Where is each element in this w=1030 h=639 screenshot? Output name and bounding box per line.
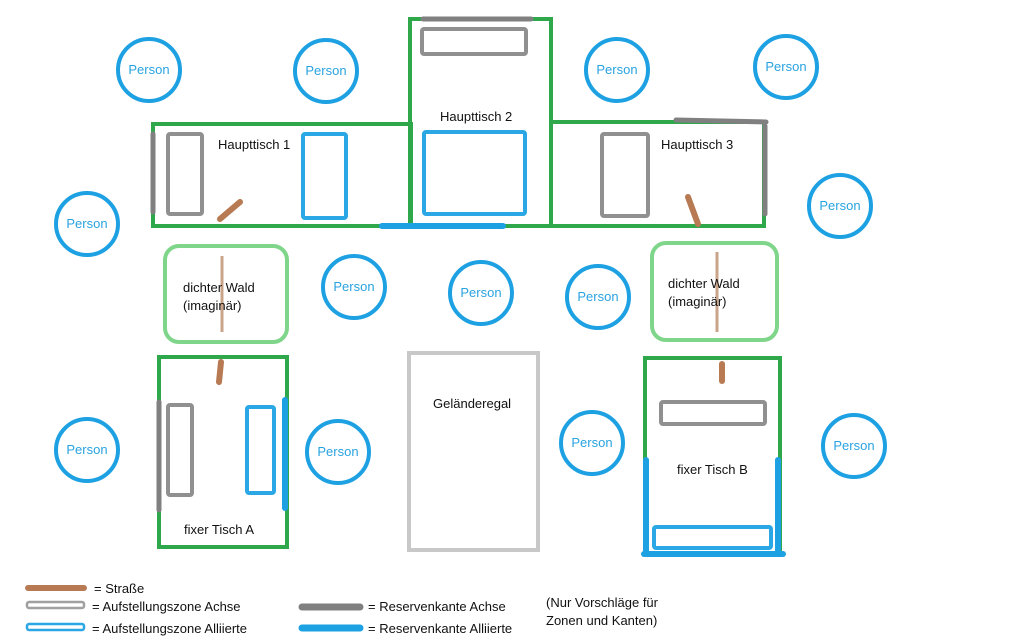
legend-zone-alliierte-swatch [25, 622, 86, 632]
haupttisch-1-label: Haupttisch 1 [218, 137, 290, 152]
person-5: Person [54, 191, 120, 257]
strasse-3 [685, 194, 701, 227]
strasse-a [216, 359, 224, 385]
person-label: Person [317, 444, 358, 459]
legend-kante-achse-label: = Reservenkante Achse [368, 599, 506, 614]
haupttisch-3-label: Haupttisch 3 [661, 137, 733, 152]
legend-zone-achse-swatch [25, 600, 86, 610]
legend-zone-achse-label: = Aufstellungszone Achse [92, 599, 241, 614]
aufstellungszone-achse-b [659, 400, 767, 426]
reservenkante-achse-3-top [673, 117, 769, 125]
person-label: Person [833, 438, 874, 453]
person-6: Person [807, 173, 873, 239]
legend-kante-alliierte-label: = Reservenkante Alliierte [368, 621, 512, 636]
gelaenderegal-shelf [407, 351, 540, 552]
person-11: Person [305, 419, 371, 485]
person-4: Person [753, 34, 819, 100]
person-13: Person [821, 413, 887, 479]
person-9: Person [565, 264, 631, 330]
person-label: Person [305, 63, 346, 78]
person-label: Person [819, 198, 860, 213]
dichter-wald-right-line1: dichter Wald [668, 276, 740, 291]
fixer-tisch-a-label: fixer Tisch A [184, 522, 254, 537]
person-label: Person [66, 442, 107, 457]
person-12: Person [559, 410, 625, 476]
fixer-tisch-b-label: fixer Tisch B [677, 462, 748, 477]
person-label: Person [460, 285, 501, 300]
person-label: Person [333, 279, 374, 294]
fixer-tisch-b-table [643, 356, 782, 556]
dichter-wald-left-line2: (imaginär) [183, 298, 242, 313]
person-label: Person [128, 62, 169, 77]
person-label: Person [571, 435, 612, 450]
legend-note-line1: (Nur Vorschläge für [546, 595, 659, 610]
person-label: Person [66, 216, 107, 231]
aufstellungszone-alliierte-1 [301, 132, 348, 220]
person-2: Person [293, 38, 359, 104]
haupttisch-2-label: Haupttisch 2 [440, 109, 512, 124]
dichter-wald-right-line2: (imaginär) [668, 294, 727, 309]
dichter-wald-left-line1: dichter Wald [183, 280, 255, 295]
aufstellungszone-alliierte-b [652, 525, 773, 550]
person-label: Person [596, 62, 637, 77]
person-3: Person [584, 37, 650, 103]
person-label: Person [765, 59, 806, 74]
aufstellungszone-achse-2 [420, 27, 528, 56]
aufstellungszone-achse-3 [600, 132, 650, 218]
dichter-wald-right [650, 241, 779, 342]
fixer-tisch-a-table [157, 355, 289, 549]
strasse-1 [217, 199, 243, 222]
aufstellungszone-achse-a [166, 403, 194, 497]
person-7: Person [321, 254, 387, 320]
legend-strasse-label: = Straße [94, 581, 144, 596]
dichter-wald-left [163, 244, 289, 344]
person-8: Person [448, 260, 514, 326]
person-10: Person [54, 417, 120, 483]
legend-note-line2: Zonen und Kanten) [546, 613, 657, 628]
gelaenderegal-label: Geländeregal [433, 396, 511, 411]
aufstellungszone-alliierte-a [245, 405, 276, 495]
aufstellungszone-alliierte-2 [422, 130, 527, 216]
person-1: Person [116, 37, 182, 103]
person-label: Person [577, 289, 618, 304]
legend-zone-alliierte-label: = Aufstellungszone Alliierte [92, 621, 247, 636]
aufstellungszone-achse-1 [166, 132, 204, 216]
legend: = Straße = Aufstellungszone Achse = Aufs… [25, 581, 659, 636]
